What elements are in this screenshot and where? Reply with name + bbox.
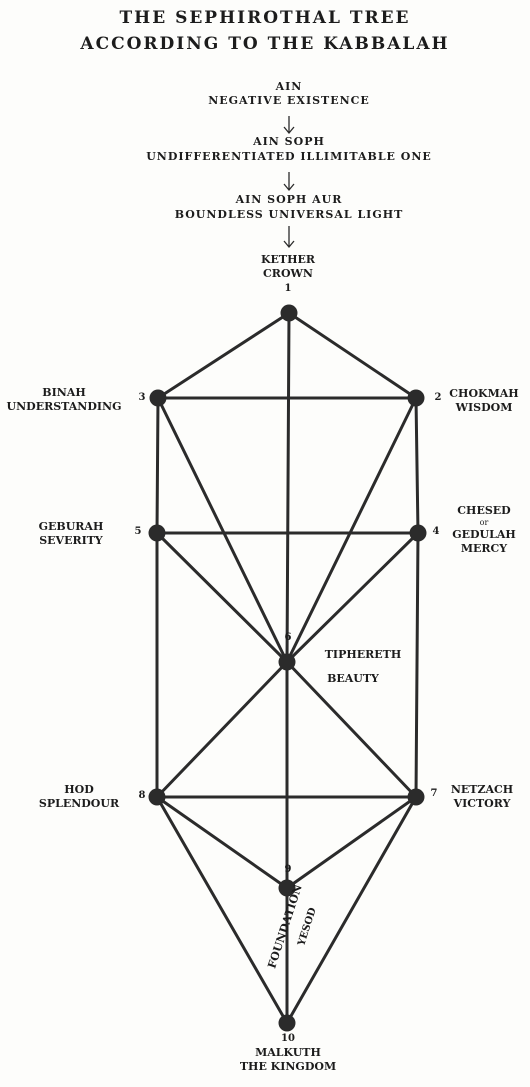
binah-name: BINAH bbox=[42, 386, 86, 399]
chokmah-name: CHOKMAH bbox=[449, 387, 519, 400]
hod-name: HOD bbox=[64, 783, 94, 796]
binah-meaning: UNDERSTANDING bbox=[6, 400, 122, 413]
chesed-name: CHESED bbox=[457, 504, 511, 517]
path-7-10 bbox=[285, 795, 418, 1025]
veil-3-name: AIN SOPH AUR bbox=[235, 193, 343, 206]
path-1-6 bbox=[285, 311, 291, 664]
sephirah-node-netzach bbox=[407, 788, 425, 806]
veil-2-name: AIN SOPH bbox=[253, 135, 325, 148]
veil-arrow-head-2 bbox=[283, 183, 295, 192]
tiphereth-name: TIPHERETH bbox=[324, 648, 402, 661]
netzach-name: NETZACH bbox=[450, 783, 514, 796]
kether-name: KETHER bbox=[260, 253, 316, 266]
binah-number: 3 bbox=[138, 392, 146, 403]
path-4-7 bbox=[414, 531, 420, 799]
sephirah-node-malkuth bbox=[278, 1014, 296, 1032]
path-6-8 bbox=[155, 660, 289, 799]
kether-meaning: CROWN bbox=[263, 267, 313, 280]
kether-number: 1 bbox=[284, 283, 292, 294]
path-1-2 bbox=[287, 311, 418, 400]
sephirah-node-chesed bbox=[409, 524, 427, 542]
sephirah-node-yesod bbox=[278, 879, 296, 897]
sephirah-node-geburah bbox=[148, 524, 166, 542]
veil-3-meaning: BOUNDLESS UNIVERSAL LIGHT bbox=[174, 208, 404, 221]
hod-number: 8 bbox=[138, 790, 146, 801]
path-3-5 bbox=[155, 396, 160, 535]
chesed-meaning: MERCY bbox=[460, 542, 508, 555]
tiphereth-meaning: BEAUTY bbox=[327, 672, 379, 685]
sephirah-node-binah bbox=[149, 389, 167, 407]
hod-meaning: SPLENDOUR bbox=[38, 797, 120, 810]
veil-1-name: AIN bbox=[275, 80, 303, 93]
path-4-6 bbox=[285, 531, 420, 664]
path-3-6 bbox=[156, 396, 289, 664]
path-2-6 bbox=[285, 396, 418, 664]
tiphereth-number: 6 bbox=[284, 632, 292, 643]
path-8-10 bbox=[155, 795, 289, 1025]
veil-2-meaning: UNDIFFERENTIATED ILLIMITABLE ONE bbox=[146, 150, 432, 163]
gedulah-name: GEDULAH bbox=[452, 528, 516, 541]
sephirah-node-chokmah bbox=[407, 389, 425, 407]
path-8-9 bbox=[155, 795, 289, 890]
netzach-number: 7 bbox=[430, 788, 438, 799]
path-6-7 bbox=[285, 660, 418, 799]
geburah-number: 5 bbox=[134, 526, 142, 537]
title-line-2: ACCORDING TO THE KABBALAH bbox=[80, 34, 450, 54]
path-2-4 bbox=[414, 396, 420, 535]
malkuth-name: MALKUTH bbox=[255, 1046, 321, 1059]
path-1-3 bbox=[156, 311, 291, 400]
chesed-or: or bbox=[479, 518, 489, 527]
malkuth-number: 10 bbox=[281, 1033, 295, 1044]
chokmah-number: 2 bbox=[434, 392, 442, 403]
geburah-name: GEBURAH bbox=[38, 520, 104, 533]
veil-arrow-head-1 bbox=[283, 126, 295, 135]
chokmah-meaning: WISDOM bbox=[455, 401, 513, 414]
netzach-meaning: VICTORY bbox=[453, 797, 511, 810]
title-line-1: THE SEPHIROTHAL TREE bbox=[119, 8, 411, 28]
veil-arrow-head-3 bbox=[283, 240, 295, 249]
sephirah-node-kether bbox=[280, 304, 298, 322]
path-7-9 bbox=[285, 795, 418, 890]
sephirah-node-hod bbox=[148, 788, 166, 806]
veil-1-meaning: NEGATIVE EXISTENCE bbox=[208, 94, 370, 107]
path-5-6 bbox=[155, 531, 289, 664]
yesod-number: 9 bbox=[284, 864, 292, 875]
chesed-number: 4 bbox=[432, 526, 440, 537]
sephirah-node-tiphereth bbox=[278, 653, 296, 671]
malkuth-meaning: THE KINGDOM bbox=[239, 1060, 337, 1073]
geburah-meaning: SEVERITY bbox=[39, 534, 103, 547]
